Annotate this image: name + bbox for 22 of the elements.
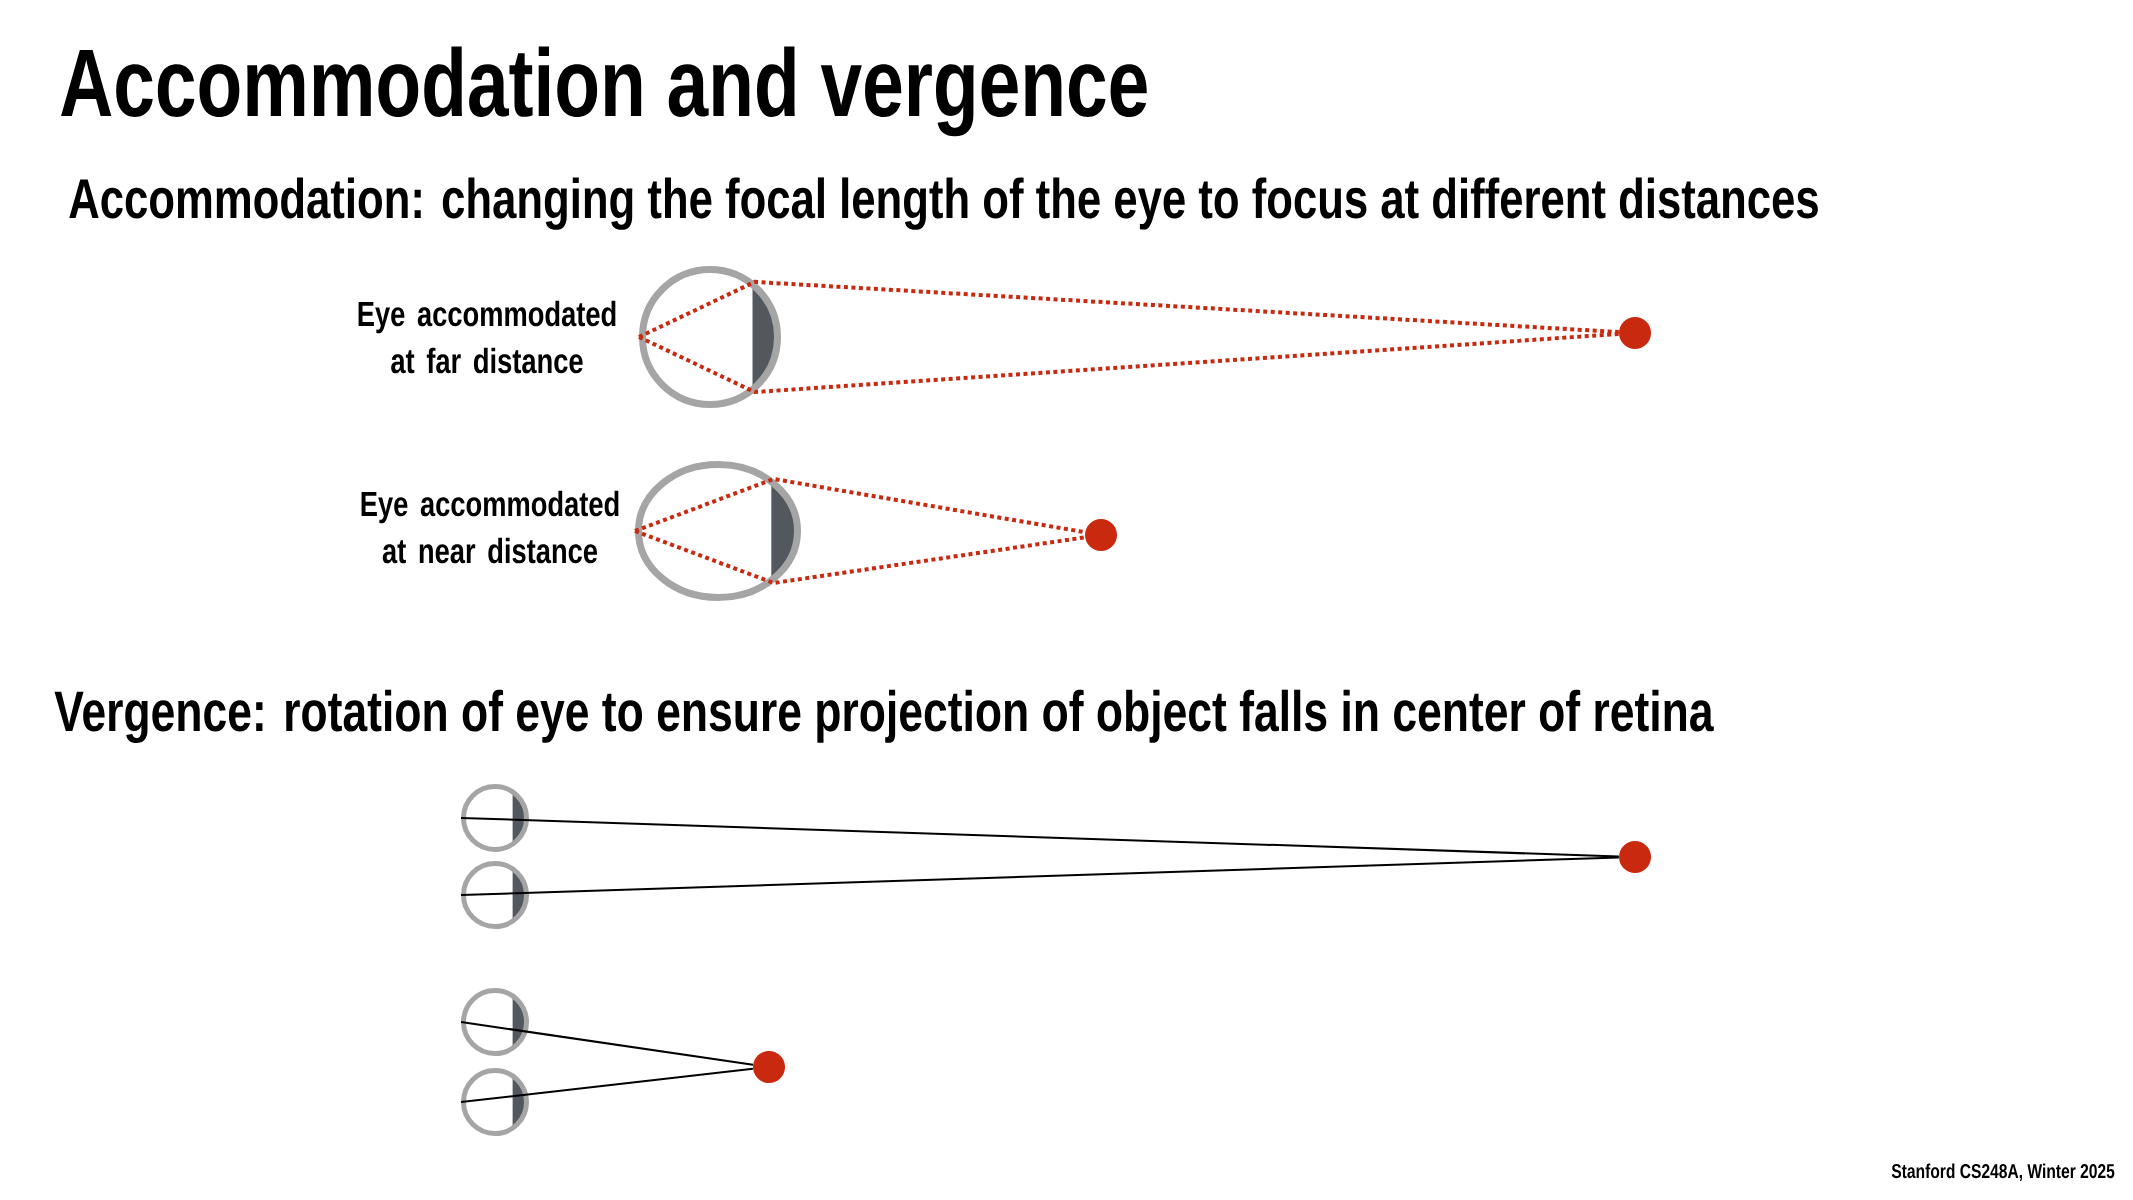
sight-line [638,332,1619,395]
eye-drawing [461,784,529,852]
subheading: Accommodation: changing the focal length of the eye to focus at different distances [69,177,1818,230]
target-dot [1619,317,1651,349]
slide-title: Accommodation and vergence [61,46,1147,137]
eye-drawing [461,988,529,1056]
target-dot [1085,519,1117,551]
eye-label: Eye accommodated at near distance [361,490,619,564]
sight-line [634,529,1086,586]
sight-line [460,856,1620,896]
sight-line [460,1067,754,1103]
sight-line [638,279,1619,339]
sight-line [634,476,1086,535]
footer-text: Stanford CS248A, Winter 2025 [1891,1163,2115,1182]
eye-drawing [461,1068,529,1136]
eye-drawing [461,861,529,929]
sight-line [460,1021,754,1066]
target-dot [1619,841,1651,873]
subheading: Vergence: rotation of eye to ensure projection of object falls in center of retina [54,689,1714,744]
target-dot [753,1051,785,1083]
sight-line [460,817,1620,858]
eye-label: Eye accommodated at far distance [358,300,616,374]
